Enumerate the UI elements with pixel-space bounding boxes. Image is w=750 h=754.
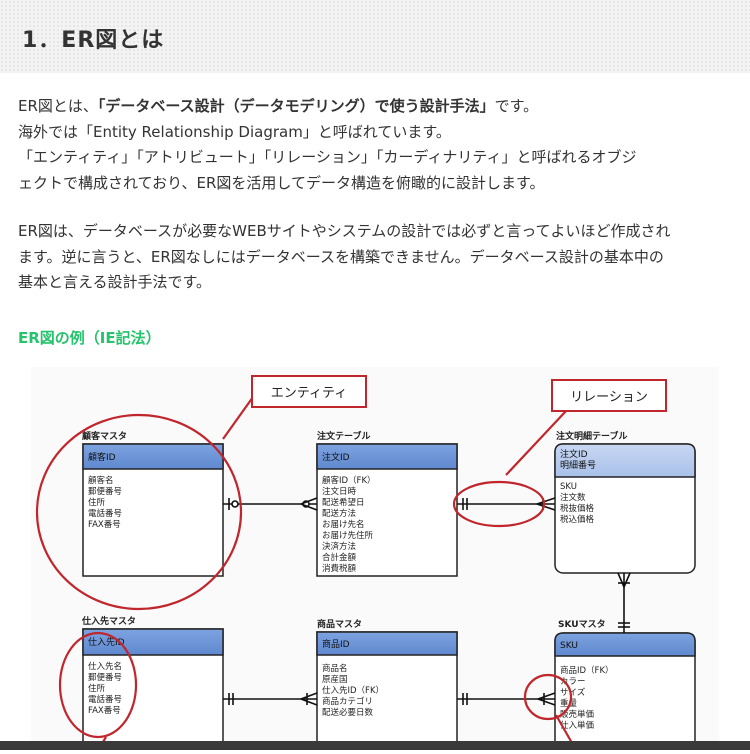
intro-line-1-bold: 「データベース設計（データモデリング）で使う設計手法」	[97, 97, 495, 115]
relation-callout-label: リレーション	[570, 390, 648, 405]
sku-attr: サイズ	[560, 687, 586, 698]
entity-callout-box	[251, 375, 367, 408]
intro-line-4: ェクトで構成されており、ER図を活用してデータ構造を俯瞰的に設計します。	[18, 173, 545, 192]
customer-entity: 顧客ID 顧客名 郵便番号 住所 電話番号 FAX番号	[82, 443, 224, 577]
er-diagram: 顧客マスタ 顧客ID 顧客名 郵便番号 住所 電話番号 FAX番号 注文テーブル…	[31, 367, 719, 754]
supplier-attr: 電話番号	[88, 694, 122, 705]
customer-title: 顧客マスタ	[82, 430, 127, 442]
order-entity: 注文ID 顧客ID（FK） 注文日時 配送希望日 配送方法 お届け先名 お届け先…	[316, 443, 458, 577]
order-title: 注文テーブル	[317, 430, 370, 442]
intro-line-1: ER図とは、「データベース設計（データモデリング）で使う設計手法」です。	[18, 94, 734, 120]
order-attr: 顧客ID（FK）	[322, 475, 376, 486]
customer-attr: 住所	[88, 497, 106, 508]
sku-pk: SKU	[560, 641, 578, 651]
order-detail-pk: 明細番号	[560, 459, 596, 471]
order-attr: 決済方法	[322, 541, 356, 552]
product-pk: 商品ID	[322, 638, 350, 650]
sku-attr: 販売単価	[560, 709, 595, 720]
intro-line-1-pre: ER図とは、	[18, 97, 98, 115]
order-detail-pk: 注文ID	[560, 448, 588, 460]
product-attr: 商品名	[322, 663, 348, 674]
supplier-title: 仕入先マスタ	[81, 615, 136, 627]
er-diagram-svg: 顧客マスタ 顧客ID 顧客名 郵便番号 住所 電話番号 FAX番号 注文テーブル…	[35, 375, 696, 754]
customer-attr: 電話番号	[88, 508, 122, 519]
sku-attr: 重量	[560, 698, 578, 709]
customer-attr: FAX番号	[88, 519, 121, 530]
bottom-toolbar-edge	[0, 741, 750, 750]
sku-attr: カラー	[560, 677, 586, 687]
supplier-attr: 郵便番号	[88, 672, 122, 683]
product-attr: 仕入先ID（FK）	[322, 685, 384, 696]
second-line-2: ます。逆に言うと、ER図なしにはデータベースを構築できません。データベース設計の…	[18, 247, 664, 266]
section-heading-bar: 1．ER図とは	[0, 0, 750, 73]
order-attr: 注文日時	[322, 486, 357, 497]
order-detail-title: 注文明細テーブル	[556, 430, 627, 442]
second-line-1: ER図は、データベースが必要なWEBサイトやシステムの設計では必ずと言ってよいほ…	[18, 222, 671, 240]
intro-line-3: 「エンティティ」「アトリビュート」「リレーション」「カーディナリティ」と呼ばれる…	[18, 148, 637, 166]
customer-attr: 顧客名	[88, 475, 114, 486]
diagram-subheading: ER図の例（IE記法）	[18, 329, 161, 347]
supplier-attr: 住所	[88, 683, 106, 694]
product-attr: 配送必要日数	[322, 707, 374, 718]
supplier-attr: 仕入先名	[88, 661, 122, 672]
customer-pk: 顧客ID	[88, 451, 116, 463]
second-paragraph: ER図は、データベースが必要なWEBサイトやシステムの設計では必ずと言ってよいほ…	[18, 219, 734, 296]
order-attr: お届け先名	[322, 519, 365, 530]
relation-callout-box	[551, 379, 667, 412]
intro-paragraph: ER図とは、「データベース設計（データモデリング）で使う設計手法」です。 海外で…	[18, 94, 734, 196]
sku-entity: SKU 商品ID（FK） カラー サイズ 重量 販売単価 仕入単価	[554, 632, 696, 754]
product-attr: 商品カテゴリ	[322, 696, 373, 707]
product-entity: 商品ID 商品名 原産国 仕入先ID（FK） 商品カテゴリ 配送必要日数	[316, 631, 458, 754]
second-line-3: 基本と言える設計手法です。	[18, 273, 212, 291]
cardinality-highlight-circle	[523, 673, 573, 721]
section-heading: 1．ER図とは	[22, 28, 165, 53]
order-detail-attr: 注文数	[560, 492, 586, 503]
sku-attr: 仕入単価	[560, 720, 595, 731]
order-detail-entity: 注文ID 明細番号 SKU 注文数 税抜価格 税込価格	[554, 443, 696, 574]
entity-callout-label: エンティティ	[271, 386, 347, 401]
order-attr: お届け先住所	[322, 530, 374, 541]
relation-highlight-circle	[452, 480, 546, 528]
attribute-highlight-circle	[58, 631, 138, 739]
supplier-entity: 仕入先ID 仕入先名 郵便番号 住所 電話番号 FAX番号	[82, 628, 224, 754]
order-pk: 注文ID	[322, 451, 350, 463]
order-attr: 配送希望日	[322, 497, 365, 508]
supplier-attr: FAX番号	[88, 705, 121, 716]
product-attr: 原産国	[322, 674, 348, 685]
order-attr: 合計金額	[322, 552, 357, 563]
sku-attr: 商品ID（FK）	[560, 665, 614, 676]
entity-highlight-circle	[35, 413, 243, 611]
order-detail-attr: SKU	[560, 482, 577, 492]
sku-title: SKUマスタ	[558, 618, 606, 630]
intro-line-1-post: です。	[494, 97, 539, 115]
order-detail-attr: 税込価格	[560, 514, 595, 525]
customer-attr: 郵便番号	[88, 486, 122, 497]
relationship-lines	[223, 497, 631, 706]
order-attr: 配送方法	[322, 508, 356, 519]
order-detail-attr: 税抜価格	[560, 503, 595, 514]
product-title: 商品マスタ	[317, 618, 362, 630]
order-attr: 消費税額	[322, 563, 357, 574]
intro-line-2: 海外では「Entity Relationship Diagram」と呼ばれていま…	[18, 122, 451, 141]
